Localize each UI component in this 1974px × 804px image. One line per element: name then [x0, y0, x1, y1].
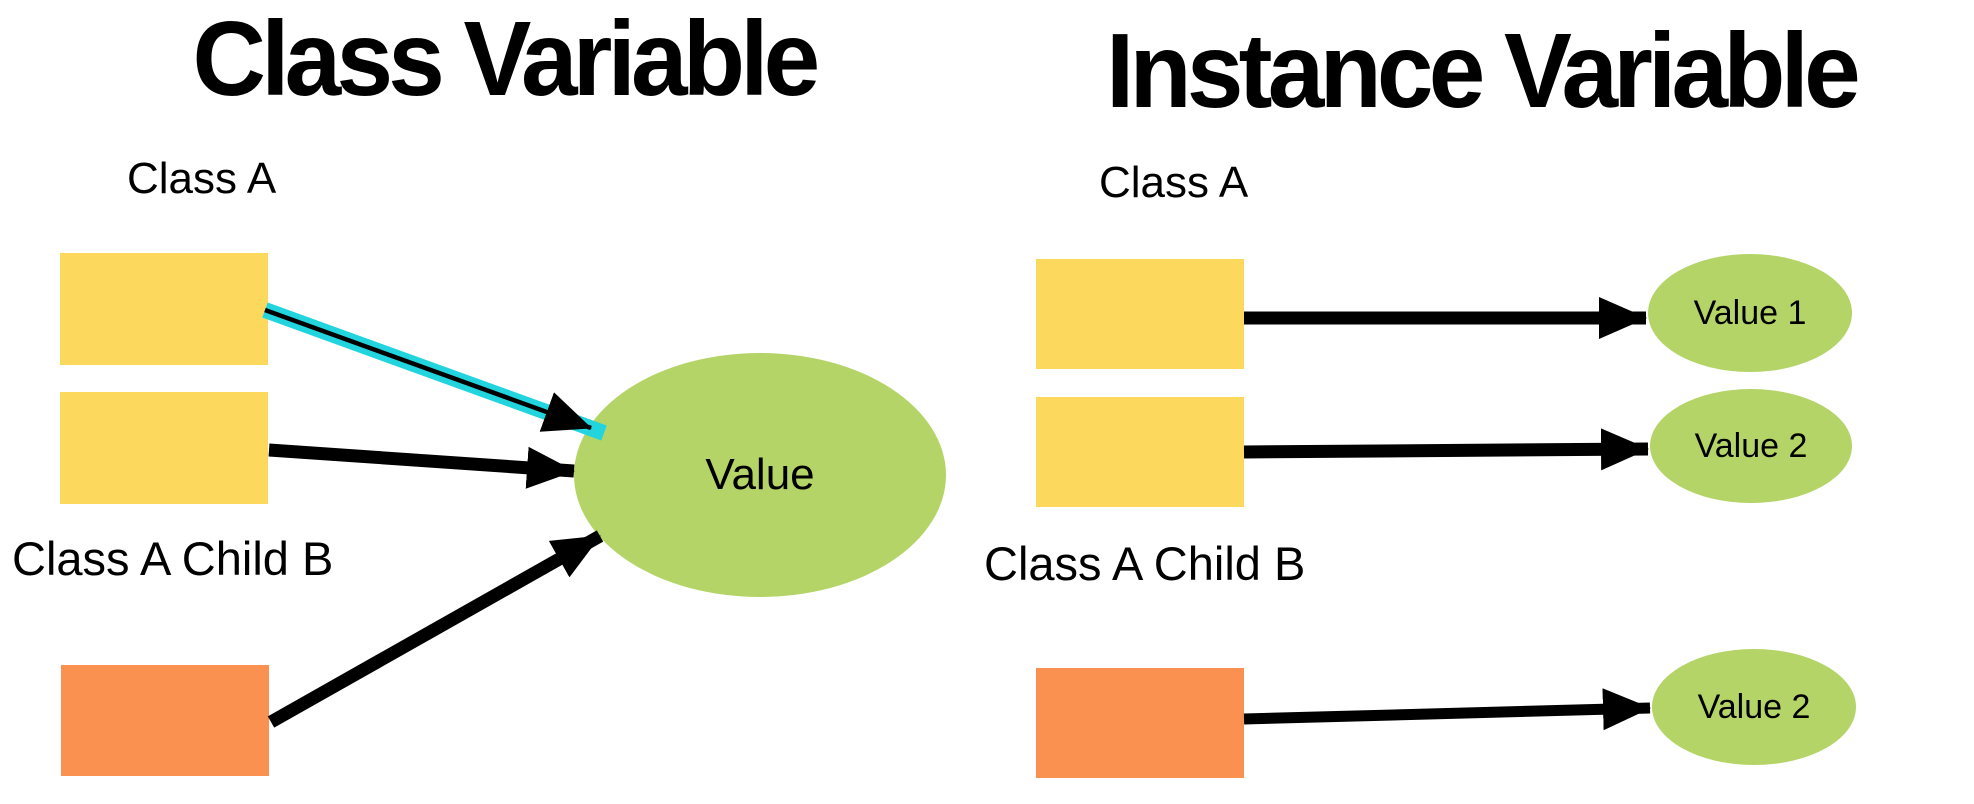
value1-ellipse-right: [1648, 254, 1852, 372]
class-a-instance-box-1-right: [1036, 259, 1244, 369]
value2-ellipse-right: [1650, 389, 1852, 503]
class-a-label-right: Class A: [1099, 158, 1249, 207]
arrow-childb-to-value-left: [267, 530, 604, 728]
arrow-classa2-to-value-left: [268, 443, 575, 489]
class-a-instance-box-2-right: [1036, 397, 1244, 507]
class-a-instance-box-1-left: [60, 253, 268, 365]
class-a-child-b-label-left: Class A Child B: [12, 532, 334, 585]
value2-child-ellipse-right: [1652, 649, 1856, 765]
class-a-child-b-label-right: Class A Child B: [984, 537, 1306, 590]
class-a-instance-box-2-left: [60, 392, 268, 504]
shared-value-ellipse-left: [574, 353, 946, 597]
value2-child-text: Value 2: [1697, 687, 1811, 726]
right-section-title: Instance Variable: [1106, 12, 1861, 130]
child-b-instance-box-right: [1036, 668, 1244, 778]
class-a-label-left: Class A: [127, 154, 277, 203]
value1-text: Value 1: [1693, 293, 1807, 332]
child-b-instance-box-left: [61, 665, 269, 776]
value2-text: Value 2: [1694, 426, 1808, 465]
left-section-title: Class Variable: [192, 0, 821, 118]
arrow-classa1-to-value-left: [264, 307, 592, 432]
arrow-childb-to-value2-right: [1243, 688, 1651, 731]
arrow-classa2-to-value2-right: [1243, 428, 1649, 471]
shared-value-text: Value: [705, 450, 815, 499]
